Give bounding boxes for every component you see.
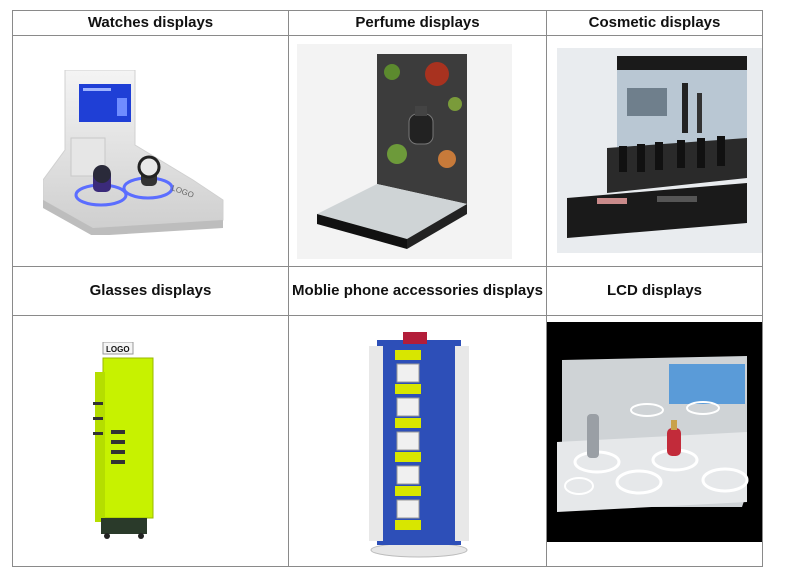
image-row-2: LOGO (12, 315, 763, 567)
header-perfume: Perfume displays (288, 10, 547, 36)
header-mobile-accessories: Moblie phone accessories displays (288, 266, 547, 316)
cosmetic-display-image (546, 35, 763, 267)
header-row-2: Glasses displays Moblie phone accessorie… (12, 266, 763, 316)
glasses-display-image: LOGO (12, 315, 289, 567)
watch-stand-illustration: LOGO (43, 70, 224, 235)
mobile-accessories-display-image (288, 315, 547, 567)
image-row-1: LOGO (12, 35, 763, 267)
header-glasses: Glasses displays (12, 266, 289, 316)
perfume-display-image (288, 35, 547, 267)
perfume-stand-illustration (297, 44, 512, 259)
display-categories-table: Watches displays Perfume displays Cosmet… (12, 10, 763, 567)
cosmetic-stand-illustration (557, 48, 762, 253)
lcd-display-image (546, 315, 763, 567)
mobile-accessories-stand-illustration (369, 332, 469, 558)
lcd-stand-illustration (547, 322, 762, 542)
header-watches: Watches displays (12, 10, 289, 36)
glasses-logo-text: LOGO (106, 345, 130, 354)
header-lcd: LCD displays (546, 266, 763, 316)
glasses-stand-illustration: LOGO (93, 342, 154, 539)
header-row-1: Watches displays Perfume displays Cosmet… (12, 10, 763, 36)
watches-display-image: LOGO (12, 35, 289, 267)
header-cosmetic: Cosmetic displays (546, 10, 763, 36)
